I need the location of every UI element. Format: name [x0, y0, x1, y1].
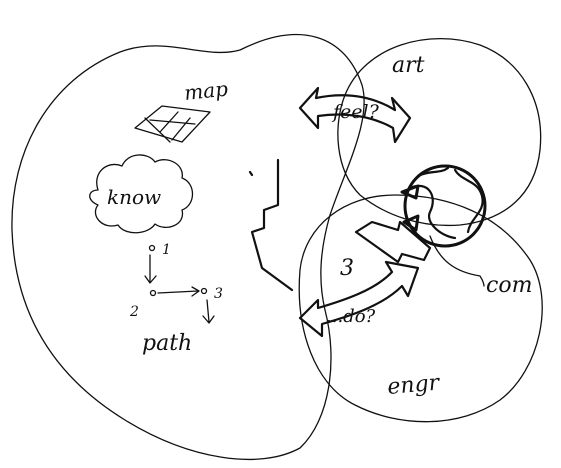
path-label: path — [142, 331, 192, 356]
art-label: art — [392, 53, 425, 78]
do-label: ...do? — [326, 306, 376, 327]
three-label: 3 — [340, 256, 354, 281]
zigzag-line — [250, 160, 292, 290]
globe-icon — [402, 166, 485, 246]
node-2-label: 2 — [129, 304, 139, 320]
path-diagram — [145, 246, 214, 324]
node-3-label: 3 — [214, 286, 223, 302]
node-1-label: 1 — [162, 242, 171, 258]
small-arrow-icon — [356, 222, 430, 262]
engr-label: engr — [386, 370, 441, 400]
map-label: map — [183, 77, 229, 105]
know-label: know — [107, 185, 161, 209]
map-icon — [135, 106, 210, 142]
com-label: com — [486, 273, 532, 298]
feel-label: feel? — [331, 101, 380, 123]
